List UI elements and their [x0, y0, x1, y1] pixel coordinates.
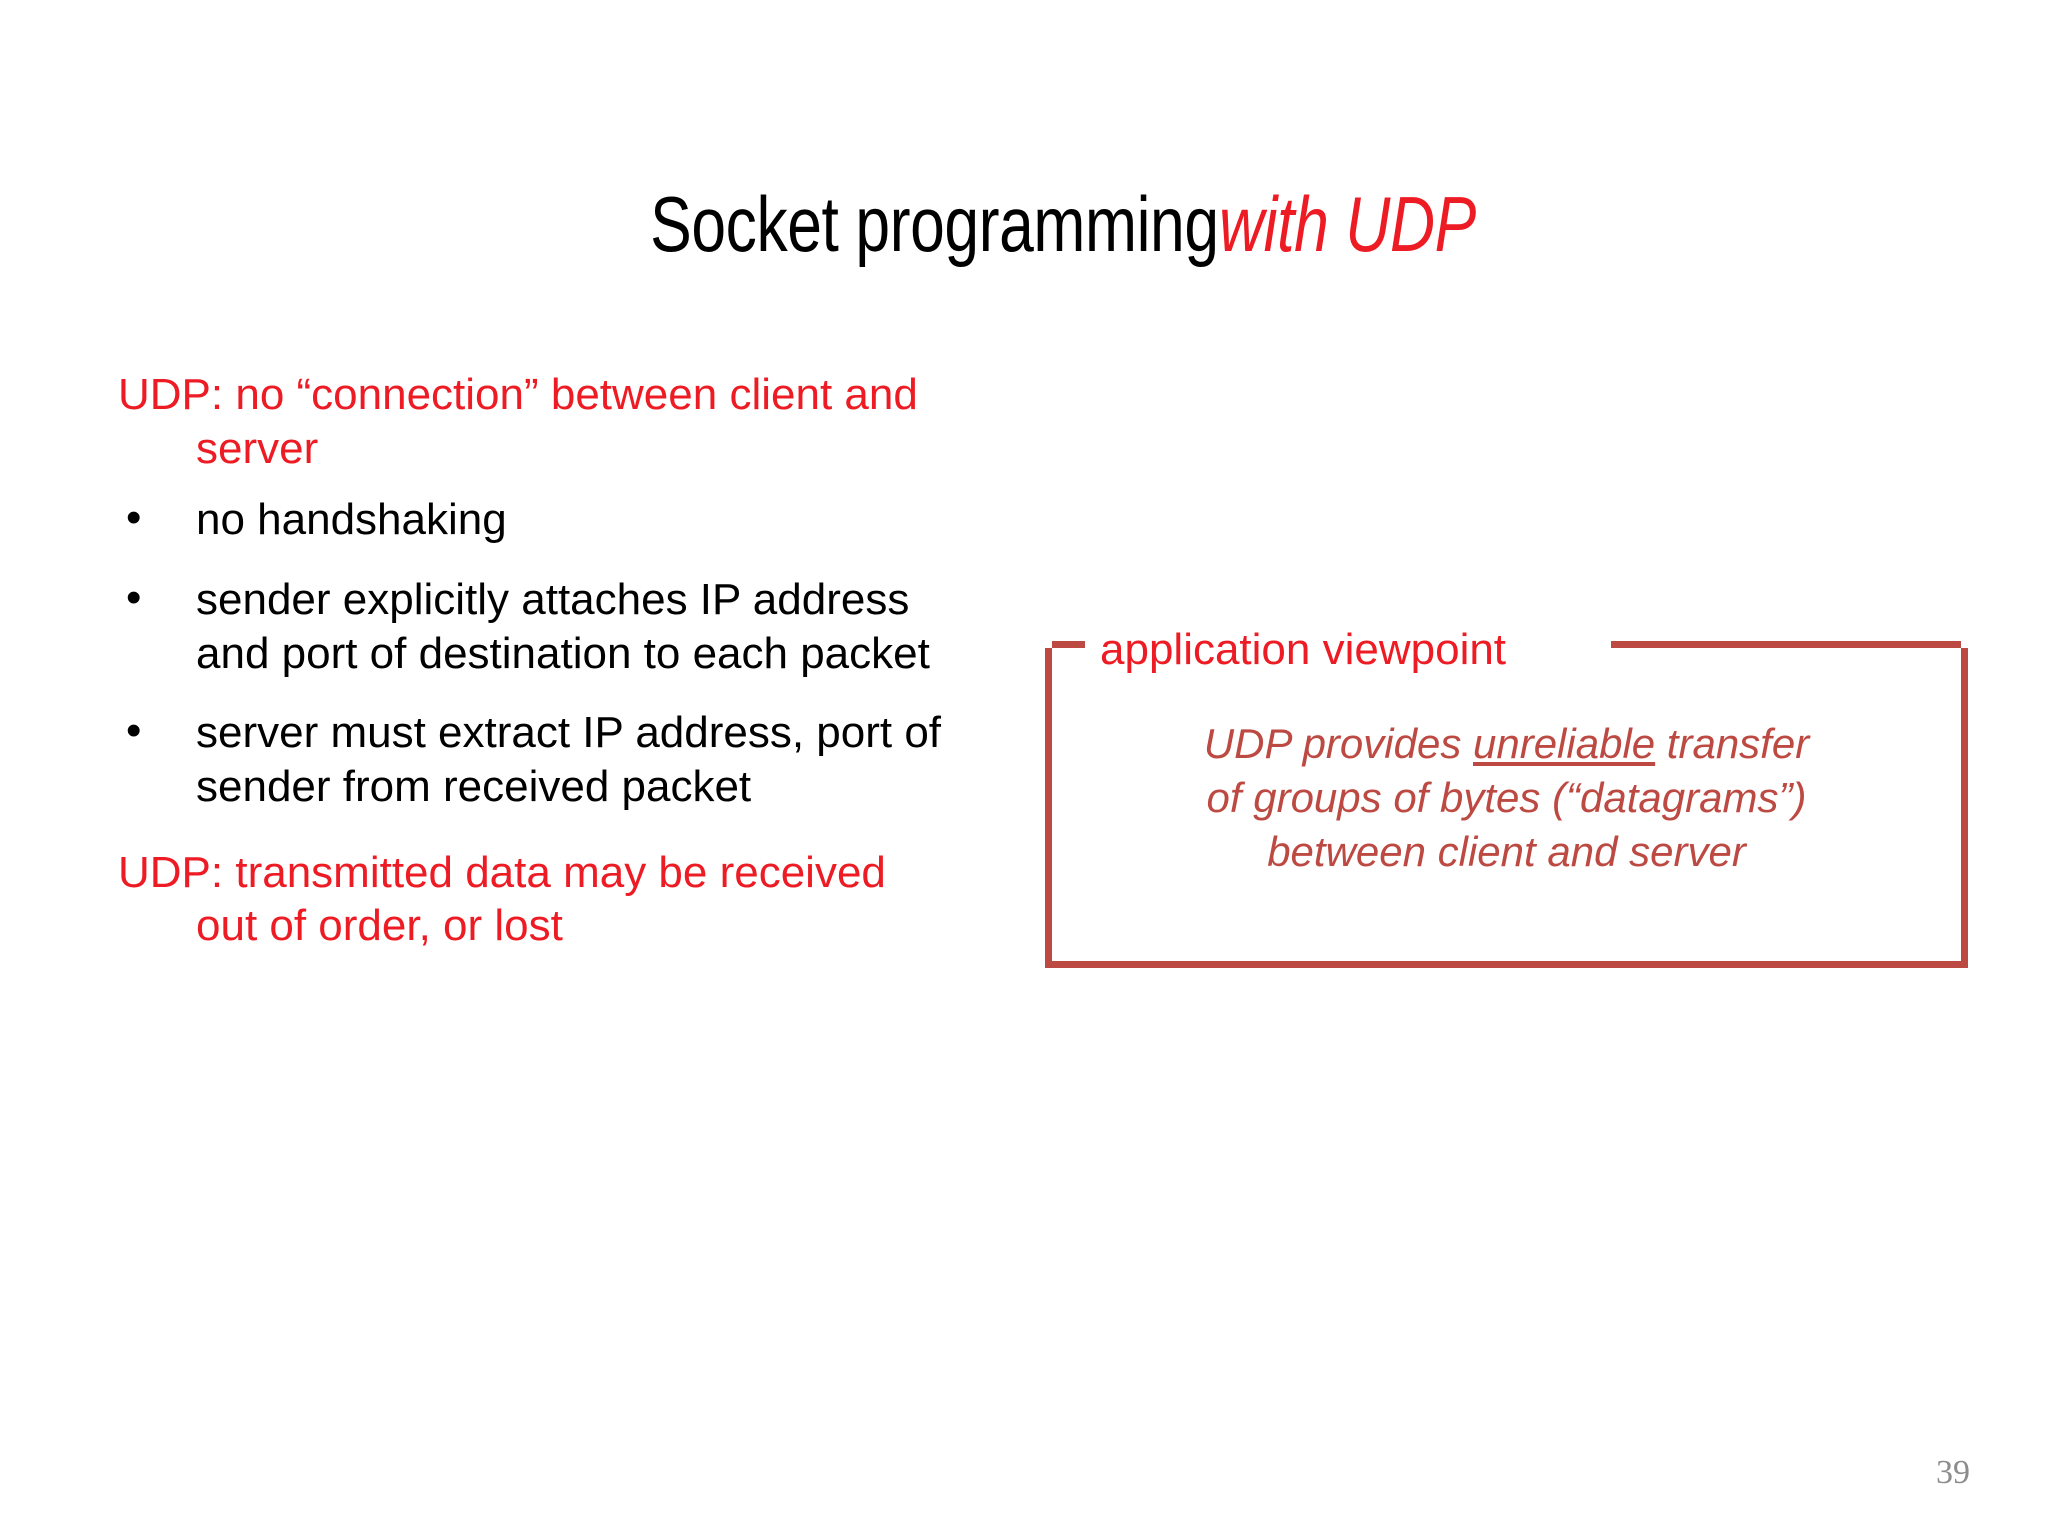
- application-viewpoint-box: [1045, 641, 1968, 968]
- page-title-main: Socket programming: [650, 180, 1219, 269]
- page-number: 39: [1936, 1454, 1970, 1491]
- viewpoint-line1-before: UDP provides: [1203, 720, 1473, 767]
- bullet-dot-icon: •: [126, 573, 142, 623]
- application-viewpoint-body: UDP provides unreliable transfer of grou…: [1055, 717, 1958, 878]
- viewpoint-line1-emphasis: unreliable: [1473, 720, 1656, 767]
- list-item: • sender explicitly attaches IP address …: [118, 573, 948, 680]
- viewpoint-body-line-2: of groups of bytes (“datagrams”): [1206, 773, 1807, 821]
- box-top-rule-right: [1611, 641, 1961, 648]
- bullet-dot-icon: •: [126, 706, 142, 756]
- list-item-label: no handshaking: [196, 495, 507, 545]
- page-title: Socket programming with UDP: [0, 180, 2048, 269]
- lead-paragraph: UDP: no “connection” between client and …: [118, 370, 918, 473]
- list-item-label: sender explicitly attaches IP address an…: [196, 575, 930, 678]
- list-item: • server must extract IP address, port o…: [118, 706, 948, 813]
- list-item-label: server must extract IP address, port of …: [196, 708, 942, 812]
- list-item: • no handshaking: [118, 493, 948, 547]
- bullet-dot-icon: •: [126, 493, 142, 543]
- page-title-accent: with UDP: [1218, 180, 1476, 269]
- viewpoint-body-line-3: between client and server: [1267, 827, 1746, 875]
- bullet-list: • no handshaking • sender explicitly att…: [118, 493, 948, 813]
- left-content-column: UDP: no “connection” between client and …: [118, 368, 948, 971]
- application-viewpoint-label: application viewpoint: [1100, 625, 1507, 674]
- box-top-rule-left: [1052, 641, 1085, 648]
- closing-paragraph: UDP: transmitted data may be received ou…: [118, 847, 886, 951]
- viewpoint-line1-after: transfer: [1655, 720, 1810, 767]
- viewpoint-body-line-1: UDP provides unreliable transfer: [1055, 717, 1958, 771]
